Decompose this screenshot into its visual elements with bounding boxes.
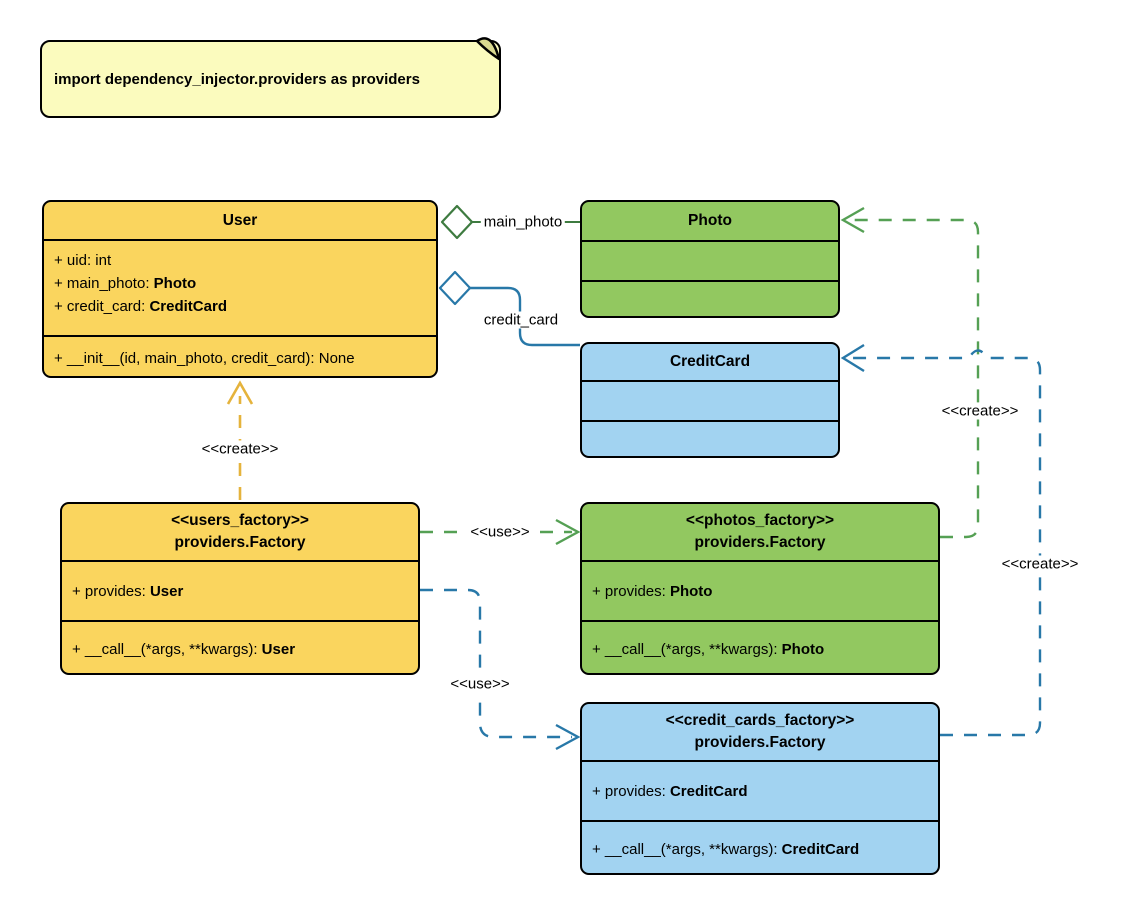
use-arrowhead-photos-factory-icon xyxy=(555,518,581,546)
class-users-factory-title: <<users_factory>> providers.Factory xyxy=(62,504,418,560)
label-use-credit-cards: <<use>> xyxy=(447,675,513,693)
class-photo-methods-empty xyxy=(582,280,838,316)
class-creditcard-methods-empty xyxy=(582,420,838,456)
class-user-title: User xyxy=(222,211,258,229)
method-row: + __call__(*args, **kwargs): CreditCard xyxy=(592,841,860,858)
class-user-attributes: + uid: int + main_photo: Photo + credit_… xyxy=(44,239,436,335)
class-photos-factory-attributes: + provides: Photo xyxy=(582,560,938,620)
factory-class-name: providers.Factory xyxy=(174,534,306,551)
label-create-creditcard: <<create>> xyxy=(998,555,1082,573)
use-arrow-users-factory-to-credit-cards-factory xyxy=(420,588,572,739)
factory-class-name: providers.Factory xyxy=(694,734,826,751)
method-row: + __call__(*args, **kwargs): User xyxy=(72,641,296,658)
use-arrowhead-credit-cards-factory-icon xyxy=(555,723,581,751)
class-users-factory-attributes: + provides: User xyxy=(62,560,418,620)
attribute-row: + provides: Photo xyxy=(592,582,713,600)
class-photos-factory-title: <<photos_factory>> providers.Factory xyxy=(582,504,938,560)
attribute-row: + provides: User xyxy=(72,582,184,600)
import-note-text: import dependency_injector.providers as … xyxy=(54,70,420,88)
class-credit-cards-factory-attributes: + provides: CreditCard xyxy=(582,760,938,820)
create-arrow-photos-factory-to-photo xyxy=(850,218,980,539)
class-users-factory-methods: + __call__(*args, **kwargs): User xyxy=(62,620,418,673)
aggregation-diamond-main-photo-icon xyxy=(440,204,474,240)
stereotype: <<photos_factory>> xyxy=(685,512,835,529)
attribute-row: + uid: int xyxy=(54,252,112,269)
import-note: import dependency_injector.providers as … xyxy=(40,40,501,118)
class-credit-cards-factory-title: <<credit_cards_factory>> providers.Facto… xyxy=(582,704,938,760)
attribute-row: + main_photo: Photo xyxy=(54,275,197,292)
class-credit-cards-factory: <<credit_cards_factory>> providers.Facto… xyxy=(580,702,940,875)
class-photos-factory: <<photos_factory>> providers.Factory + p… xyxy=(580,502,940,675)
factory-class-name: providers.Factory xyxy=(694,534,826,551)
create-arrowhead-photo-icon xyxy=(840,206,865,234)
stereotype: <<users_factory>> xyxy=(171,512,309,529)
class-photo-title: Photo xyxy=(688,212,732,229)
attribute-row: + provides: CreditCard xyxy=(592,782,748,800)
class-photo-attributes-empty xyxy=(582,240,838,280)
stereotype: <<credit_cards_factory>> xyxy=(665,712,855,729)
method-row: + __init__(id, main_photo, credit_card):… xyxy=(54,350,355,367)
attribute-row: + credit_card: CreditCard xyxy=(54,298,227,315)
class-creditcard: CreditCard xyxy=(580,342,840,458)
label-credit-card: credit_card xyxy=(480,311,562,329)
class-credit-cards-factory-methods: + __call__(*args, **kwargs): CreditCard xyxy=(582,820,938,873)
method-row: + __call__(*args, **kwargs): Photo xyxy=(592,641,825,658)
class-user: User + uid: int + main_photo: Photo + cr… xyxy=(42,200,438,378)
label-create-user: <<create>> xyxy=(198,440,282,458)
class-photo: Photo xyxy=(580,200,840,318)
label-main-photo: main_photo xyxy=(480,213,566,231)
label-create-photo: <<create>> xyxy=(938,402,1022,420)
create-arrowhead-user-icon xyxy=(226,380,254,405)
create-arrowhead-creditcard-icon xyxy=(840,343,865,373)
aggregation-diamond-credit-card-icon xyxy=(438,270,472,306)
class-creditcard-title: CreditCard xyxy=(669,353,751,370)
class-users-factory: <<users_factory>> providers.Factory + pr… xyxy=(60,502,420,675)
class-photos-factory-methods: + __call__(*args, **kwargs): Photo xyxy=(582,620,938,673)
label-use-photos: <<use>> xyxy=(467,523,533,541)
class-creditcard-attributes-empty xyxy=(582,380,838,420)
class-user-methods: + __init__(id, main_photo, credit_card):… xyxy=(44,335,436,376)
